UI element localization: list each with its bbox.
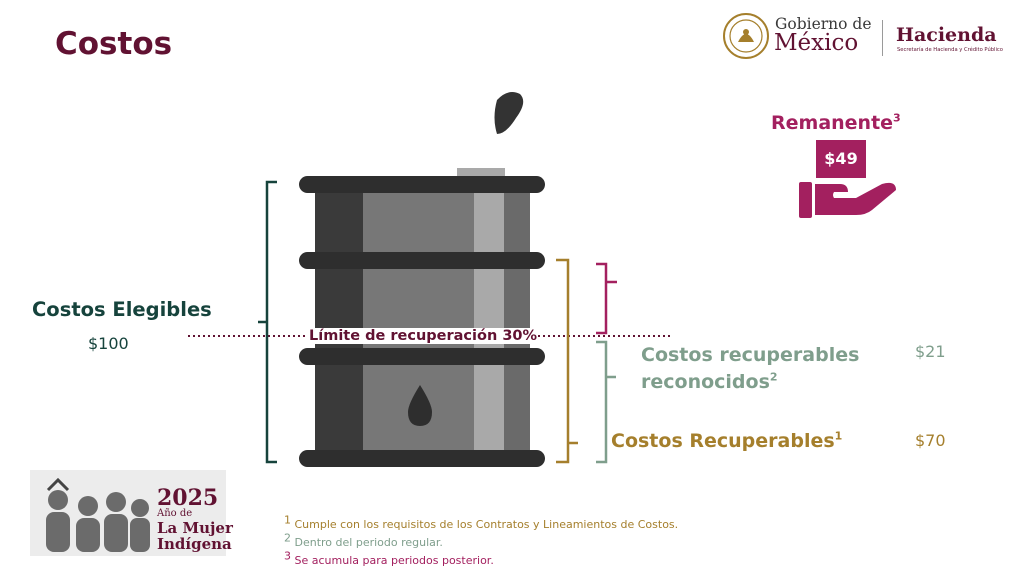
footnotes: 1 Cumple con los requisitos de los Contr… bbox=[284, 513, 679, 570]
footnote-3: 3 Se acumula para periodos posterior. bbox=[284, 549, 678, 570]
recuperables-text: Costos Recuperables bbox=[611, 430, 835, 452]
reconocidos-sup: 2 bbox=[769, 370, 778, 384]
costos-elegibles-value: $100 bbox=[88, 334, 129, 353]
costos-recuperables-label: Costos Recuperables1 bbox=[611, 430, 842, 452]
footnote-1: 1 Cumple con los requisitos de los Contr… bbox=[284, 513, 679, 534]
badge-line2: Indígena bbox=[157, 535, 232, 553]
page-title: Costos bbox=[55, 26, 173, 62]
footnote-1-num: 1 bbox=[284, 513, 291, 527]
remanente-sup: 3 bbox=[893, 111, 901, 125]
costos-reconocidos-value: $21 bbox=[915, 342, 946, 361]
oil-barrel-icon bbox=[299, 168, 545, 467]
costos-reconocidos-label: Costos recuperables reconocidos2 bbox=[641, 342, 859, 396]
footnote-1-text: Cumple con los requisitos de los Contrat… bbox=[294, 518, 679, 531]
footnote-3-num: 3 bbox=[284, 549, 291, 563]
logo-divider bbox=[882, 20, 883, 56]
badge-line1: La Mujer bbox=[157, 519, 233, 537]
hand-icon bbox=[799, 182, 896, 218]
hacienda-subtitle: Secretaría de Hacienda y Crédito Público bbox=[897, 47, 1003, 53]
oil-drop-icon bbox=[494, 92, 524, 134]
footnote-2-text: Dentro del periodo regular. bbox=[294, 536, 443, 549]
footnote-2-num: 2 bbox=[284, 531, 291, 545]
footnote-2: 2 Dentro del periodo regular. bbox=[284, 531, 678, 552]
mujer-indigena-badge bbox=[30, 470, 226, 556]
recuperables-sup: 1 bbox=[834, 429, 843, 443]
gov-label-big: México bbox=[774, 30, 859, 56]
badge-year: 2025 bbox=[157, 485, 219, 511]
hacienda-logo: Hacienda bbox=[896, 24, 997, 46]
reconocidos-line1: Costos recuperables bbox=[641, 344, 860, 366]
remanente-label: Remanente3 bbox=[771, 112, 901, 134]
gov-label-small: Gobierno de bbox=[775, 15, 872, 33]
limite-recuperacion-label: Límite de recuperación 30% bbox=[308, 328, 539, 344]
remanente-text: Remanente bbox=[771, 112, 894, 134]
costos-elegibles-label: Costos Elegibles bbox=[32, 298, 212, 321]
costos-recuperables-value: $70 bbox=[915, 431, 946, 450]
remanente-value: $49 bbox=[816, 140, 866, 178]
eagle-seal-icon bbox=[723, 13, 769, 59]
footnote-3-text: Se acumula para periodos posterior. bbox=[294, 554, 494, 567]
reconocidos-line2: reconocidos bbox=[641, 371, 770, 393]
badge-ano: Año de bbox=[157, 508, 193, 519]
women-illustration-icon bbox=[46, 477, 150, 552]
